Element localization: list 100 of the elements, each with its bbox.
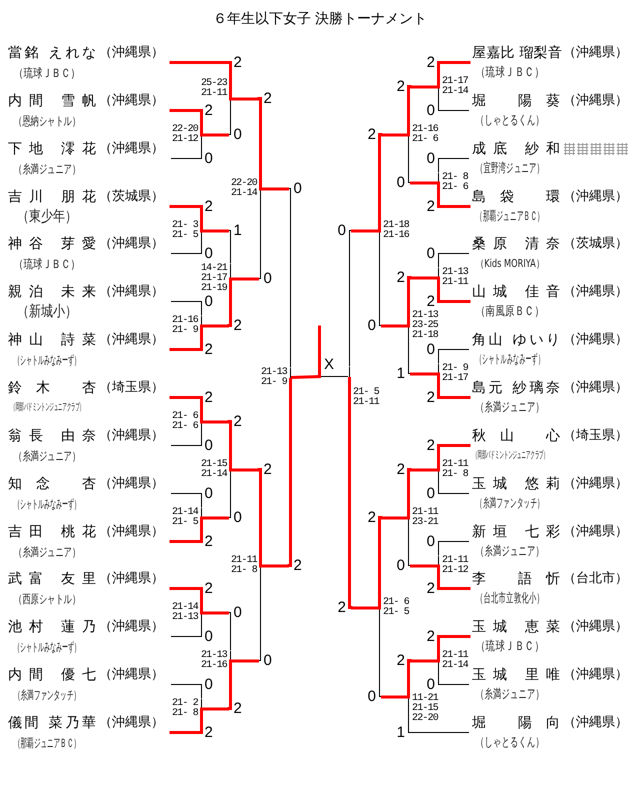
games-won-label: 0 [204, 246, 214, 260]
games-won-label: 0 [426, 152, 436, 166]
bracket-line [407, 276, 412, 312]
match-score: 21-11 21- 8 [230, 556, 257, 576]
club-name: （西原シャトル） [14, 590, 80, 606]
club-name: （糸満ファンタッチ） [14, 686, 80, 702]
player-name: 吉川 朋花 [8, 188, 96, 206]
games-won-label: 0 [204, 630, 214, 644]
games-won-label: 0 [204, 438, 214, 452]
bracket-line [170, 205, 203, 222]
prefecture-name: （沖縄県） [563, 284, 628, 300]
prefecture-name: （沖縄県） [99, 476, 164, 492]
player-name: 島元 紗璃奈 [472, 379, 560, 397]
club-name: （シャトルみなみーず） [14, 352, 80, 368]
games-won-label: 2 [292, 558, 303, 572]
club-name: （琉球ＪＢＣ） [476, 64, 544, 81]
bracket-line [408, 144, 410, 183]
result-mark: X [320, 357, 334, 376]
prefecture-name: （沖縄県） [99, 667, 164, 683]
bracket-line [438, 253, 470, 268]
club-name: （Kids MORIYA） [476, 256, 544, 271]
prefecture-name: （沖縄県） [99, 284, 164, 300]
club-name: （糸満ジュニア） [14, 160, 80, 176]
bracket-line [437, 61, 470, 78]
bracket-line [407, 659, 412, 688]
player-name: 武富 友里 [8, 570, 96, 588]
games-won-label: 2 [396, 462, 406, 476]
bracket-line [170, 240, 202, 254]
games-won-label: 0 [262, 272, 273, 286]
club-name: （琉球ＪＢＣ） [14, 64, 80, 80]
games-won-label: 0 [262, 654, 273, 668]
bracket-line [438, 96, 470, 111]
prefecture-name: （沖縄県） [99, 571, 164, 587]
games-won-label: 0 [366, 690, 377, 704]
games-won-label: 0 [204, 486, 214, 500]
games-won-label: 2 [336, 600, 347, 614]
prefecture-name: （沖縄県） [563, 189, 628, 205]
bracket-line [438, 479, 470, 494]
player-name: 玉城 悠莉 [472, 475, 560, 493]
match-score: 21-17 21-14 [442, 76, 469, 96]
match-score: 21-14 21- 5 [171, 508, 198, 528]
match-score: 11-21 21-15 22-20 [412, 694, 439, 724]
bracket-line [170, 493, 202, 508]
bracket-line [408, 527, 410, 566]
player-name: 玉城 恵菜 [472, 618, 560, 636]
prefecture-name: （沖縄県） [563, 476, 628, 492]
club-name: （宜野湾ジュニア） [476, 160, 544, 177]
games-won-label: 2 [426, 56, 436, 70]
games-won-label: 0 [204, 678, 214, 692]
games-won-label: 2 [204, 726, 214, 740]
match-score: 21- 8 21- 6 [442, 172, 469, 192]
bracket-line [437, 382, 470, 399]
club-name: （糸満ジュニア） [476, 543, 544, 560]
bracket-line [438, 670, 470, 685]
player-name: 堀 陽向 [472, 714, 560, 732]
bracket-line [228, 230, 231, 264]
bracket-line [378, 516, 382, 599]
title: ６年生以下女子 決勝トーナメント [212, 10, 428, 28]
club-name: （岡部バドミントンジュニアクラブ） [10, 400, 84, 414]
bracket-line [288, 386, 292, 567]
club-name: （シャトルみなみーず） [14, 496, 80, 512]
match-score: 21- 2 21- 8 [171, 698, 198, 718]
prefecture-name: （沖縄県） [99, 45, 164, 61]
games-won-label: 2 [204, 390, 214, 404]
match-score: 21-18 21-16 [383, 220, 410, 240]
prefecture-name: （沖縄県） [563, 45, 628, 61]
games-won-label: 2 [262, 462, 273, 476]
bracket-line [228, 108, 231, 135]
games-won-label: 0 [204, 294, 214, 308]
club-name: （那覇ジュニアＢＣ） [476, 208, 544, 225]
club-name: （しゃとるくん） [476, 734, 544, 751]
prefecture-name: （沖縄県） [99, 428, 164, 444]
bracket-line [408, 723, 470, 733]
games-won-label: 2 [204, 104, 214, 118]
match-score: 22-20 21-12 [171, 124, 198, 144]
match-score: 21-16 21- 6 [412, 124, 439, 144]
bracket-line [170, 717, 203, 734]
player-name: 儀間 菜乃華 [8, 714, 96, 732]
club-name: （琉球ＪＢＣ） [476, 638, 544, 655]
bracket-line [228, 292, 232, 327]
games-won-label: 2 [262, 92, 273, 106]
match-score: 21- 6 21- 5 [383, 598, 410, 618]
games-won-label: 0 [336, 224, 347, 238]
club-name: （新城小） [17, 302, 77, 321]
prefecture-name: （沖縄県） [99, 236, 164, 252]
club-name: （南風原ＢＣ） [476, 303, 544, 320]
games-won-label: 2 [426, 294, 436, 308]
prefecture-name: （沖縄県） [99, 332, 164, 348]
bracket-line [170, 431, 202, 446]
prefecture-name: （埼玉県） [99, 380, 164, 396]
prefecture-name: （埼玉県） [563, 428, 628, 444]
club-name: （台北市立敦化小） [476, 590, 544, 607]
games-won-label: 0 [426, 246, 436, 260]
games-won-label: 2 [396, 80, 406, 94]
prefecture-name: （台北市） [563, 571, 628, 587]
club-name: （東少年） [17, 207, 77, 226]
bracket-line [407, 468, 412, 509]
bracket-line [228, 669, 232, 710]
games-won-label: 2 [204, 342, 214, 356]
match-score: 21- 5 21-11 [353, 388, 380, 408]
